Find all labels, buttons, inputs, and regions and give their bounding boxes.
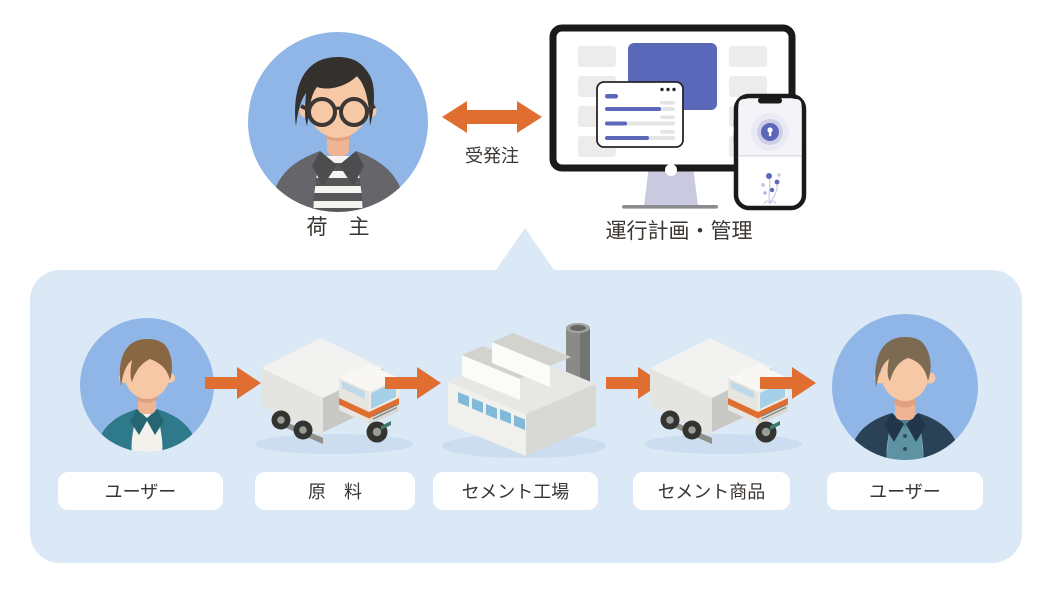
flow-label-cement-product: セメント商品 — [633, 472, 790, 510]
exchange-label: 受発注 — [465, 146, 519, 166]
flow-label-raw-material: 原 料 — [255, 472, 415, 510]
right-arrow-icon — [205, 367, 261, 399]
truck-icon — [255, 338, 413, 454]
right-arrow-icon — [760, 367, 816, 399]
plant-decoration — [763, 177, 778, 205]
dashboard-card — [596, 81, 684, 148]
panel-pointer-triangle — [496, 228, 554, 270]
right-arrow-icon — [606, 367, 662, 399]
flow-label-user-start: ユーザー — [58, 472, 223, 510]
flow-label-user-end: ユーザー — [827, 472, 983, 510]
factory-icon — [442, 323, 606, 458]
user-avatar-icon — [80, 318, 214, 452]
right-arrow-icon — [385, 367, 441, 399]
lock-icon — [751, 113, 789, 151]
shipper-label: 荷 主 — [306, 216, 370, 239]
smartphone-icon — [733, 93, 807, 211]
system-illustration — [549, 24, 807, 211]
double-arrow-icon — [442, 101, 542, 133]
monitor-stand — [644, 166, 698, 206]
flow-label-cement-factory: セメント工場 — [433, 472, 598, 510]
truck-icon — [644, 338, 802, 454]
user-avatar-icon — [832, 314, 978, 460]
system-label: 運行計画・管理 — [605, 220, 753, 243]
shipper-avatar-icon — [248, 32, 428, 212]
